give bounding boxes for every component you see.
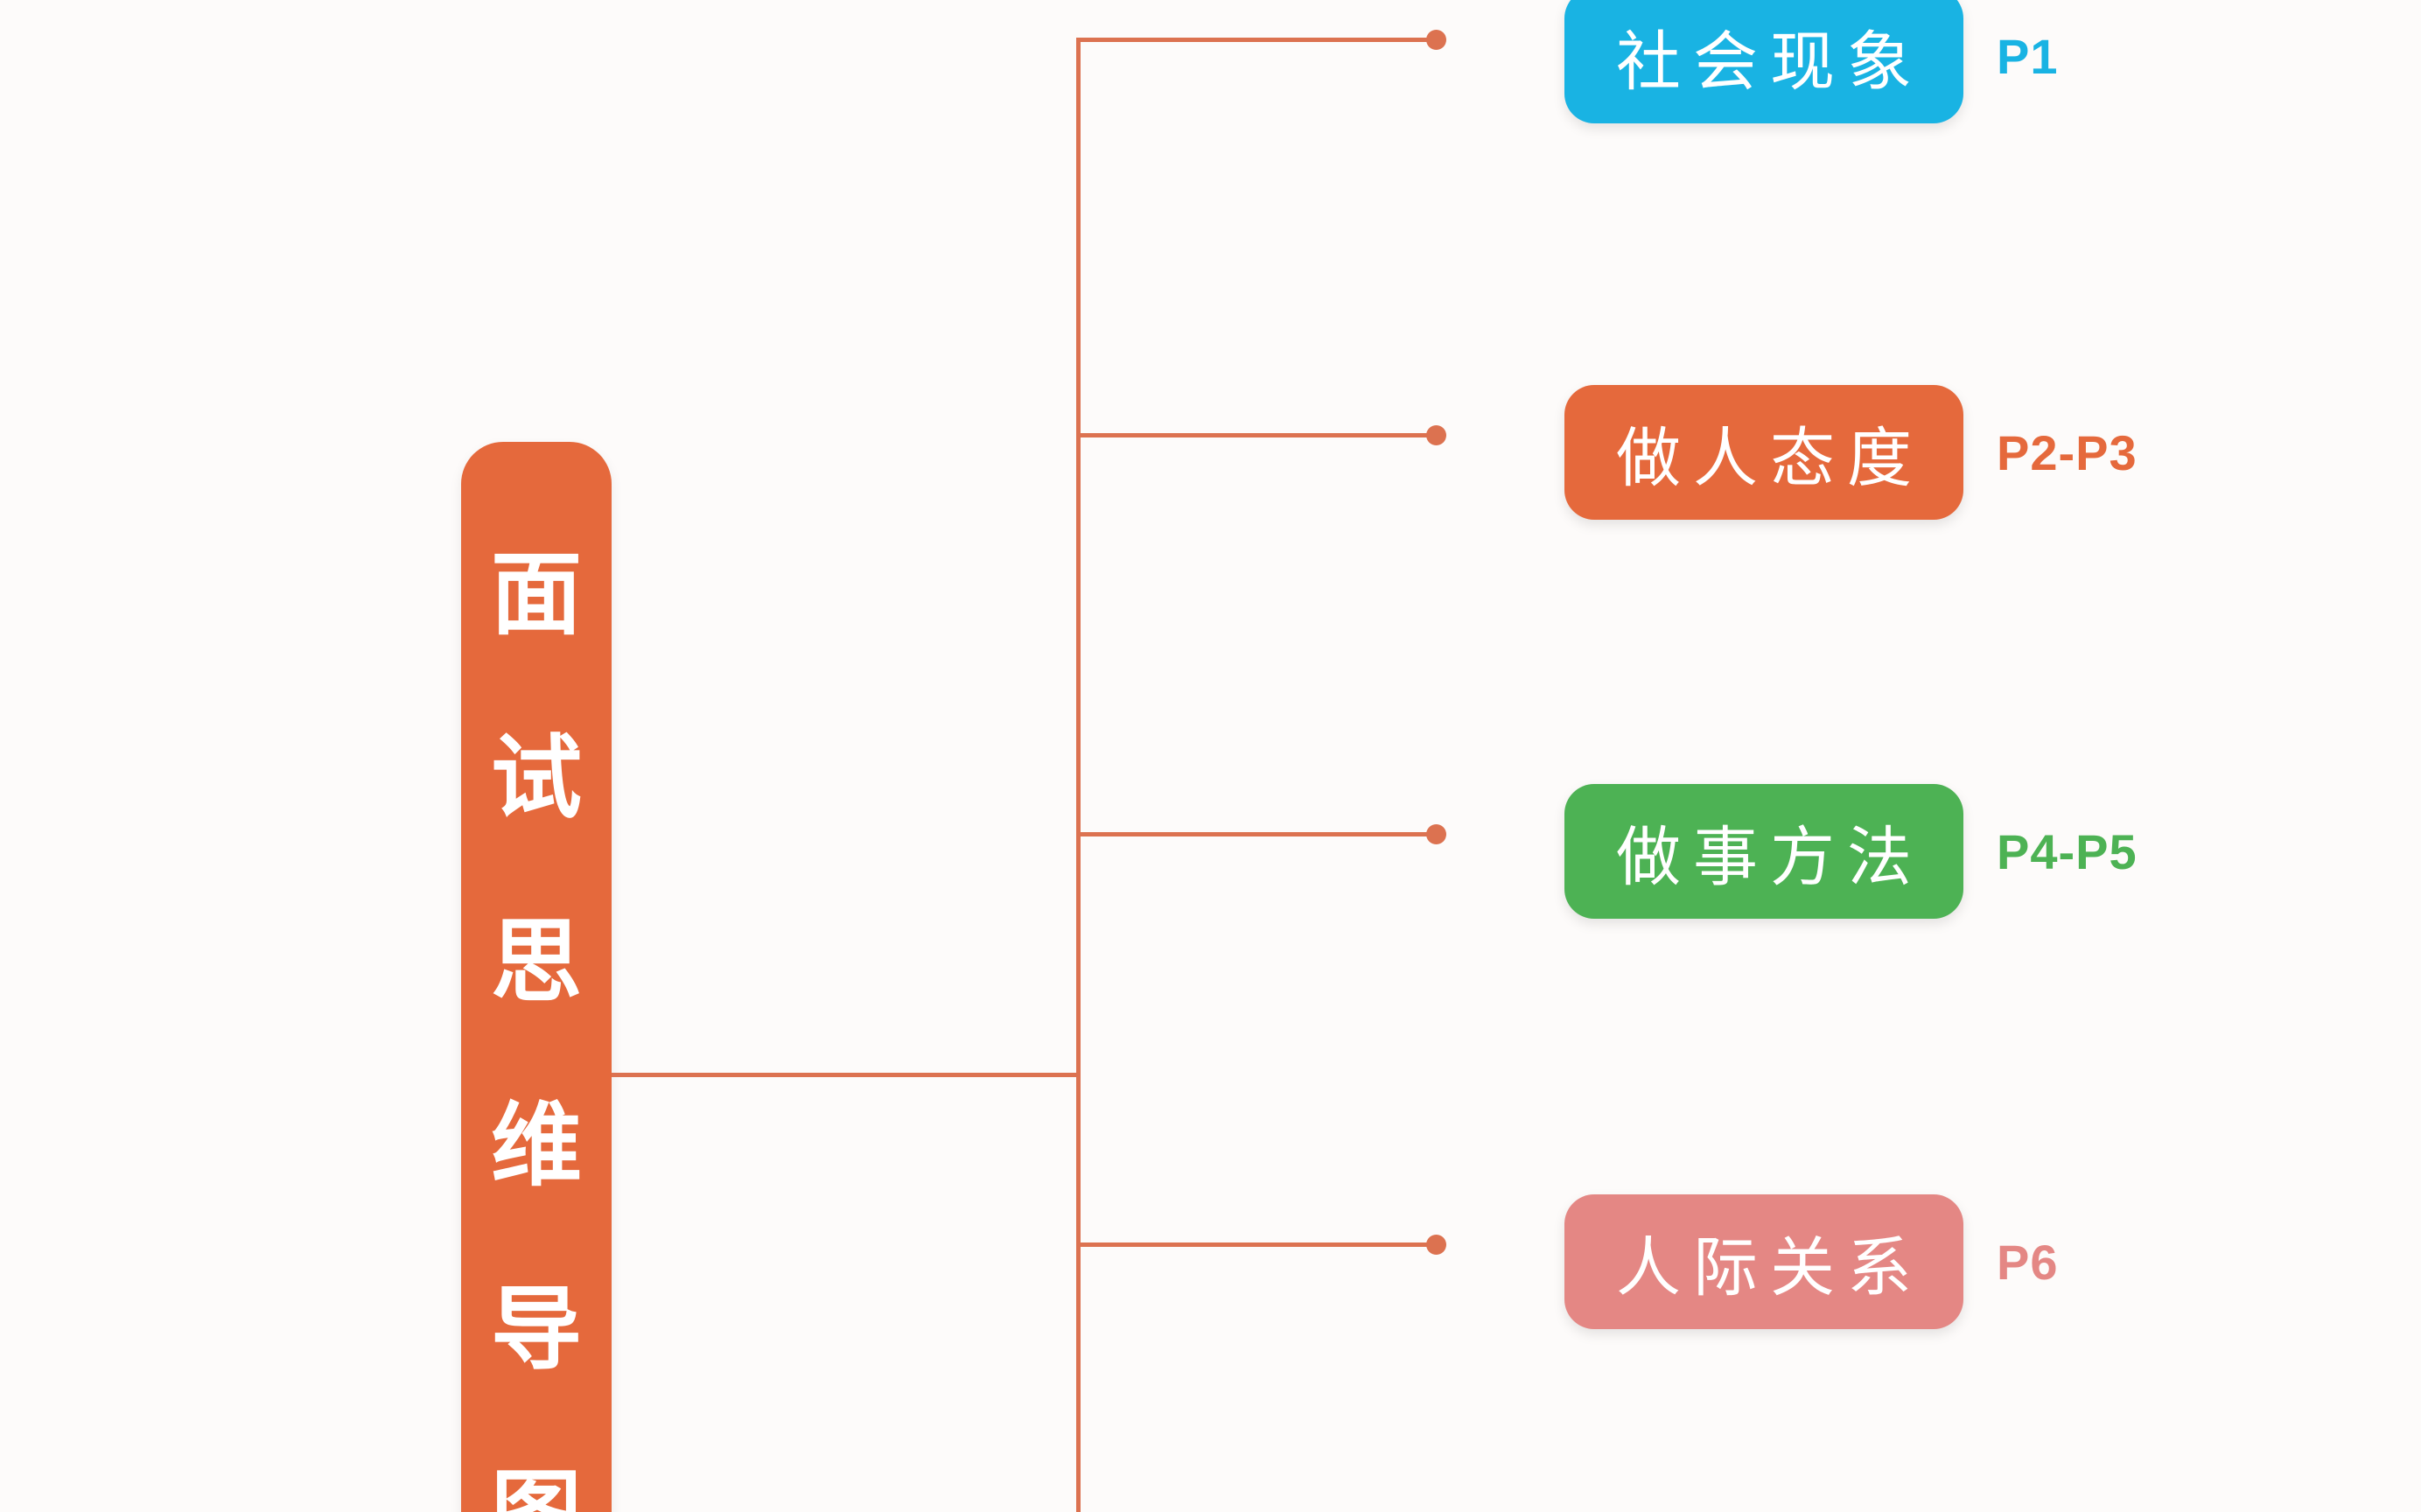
trunk-line xyxy=(1076,38,1081,1512)
root-char: 维 xyxy=(490,1096,582,1197)
topic-node-attitude[interactable]: 做人态度 xyxy=(1564,385,1963,520)
branch-endpoint-dot xyxy=(1426,425,1446,445)
root-char: 导 xyxy=(490,1279,582,1381)
root-char: 面 xyxy=(490,544,582,646)
branch-endpoint-dot xyxy=(1426,1235,1446,1255)
branch-line-2 xyxy=(1078,433,1435,438)
topic-node-social-phenomena[interactable]: 社会现象 xyxy=(1564,0,1963,123)
topic-node-interpersonal[interactable]: 人际关系 xyxy=(1564,1194,1963,1329)
root-char: 图 xyxy=(491,1422,582,1512)
branch-endpoint-dot xyxy=(1426,30,1446,50)
branch-line-4 xyxy=(1078,1242,1435,1247)
topic-node-work-methods[interactable]: 做事方法 xyxy=(1564,784,1963,919)
branch-line-1 xyxy=(1078,38,1435,42)
root-char: 试 xyxy=(490,728,582,830)
root-connector-line xyxy=(612,1073,1081,1077)
page-label-p1: P1 xyxy=(1997,28,2059,84)
page-label-p2-p3: P2-P3 xyxy=(1997,424,2138,480)
page-label-p6: P6 xyxy=(1997,1234,2059,1290)
branch-endpoint-dot xyxy=(1426,824,1446,844)
page-label-p4-p5: P4-P5 xyxy=(1997,823,2138,879)
branch-line-3 xyxy=(1078,832,1435,836)
root-node-interview-mindmap[interactable]: 面 试 思 维 导 图 xyxy=(461,442,612,1512)
root-char: 思 xyxy=(490,912,582,1013)
